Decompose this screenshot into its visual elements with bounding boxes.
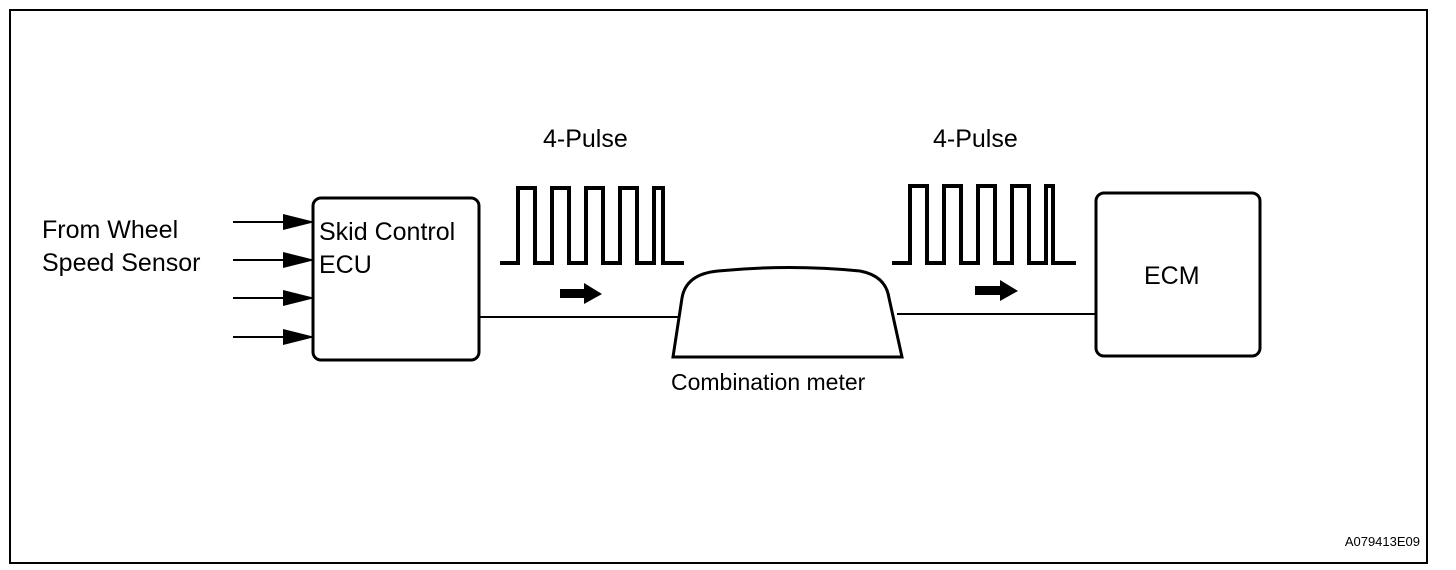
- wheel-speed-sensor-label-line1: From Wheel: [42, 216, 178, 244]
- diagram-frame: [9, 9, 1428, 564]
- pulse-train-left: [500, 186, 684, 265]
- figure-id: A079413E09: [1345, 534, 1420, 549]
- direction-arrow-left: [560, 283, 602, 304]
- skid-control-ecu-box: [311, 196, 481, 362]
- sensor-input-arrows: [233, 214, 315, 345]
- ecm-label: ECM: [1144, 262, 1200, 290]
- skid-control-ecu-label-line2: ECU: [319, 251, 372, 279]
- pulse-train-right: [892, 184, 1076, 265]
- combination-meter-shape: [671, 266, 904, 359]
- sensor-input-arrowhead-4: [283, 329, 315, 345]
- wheel-speed-sensor-label-line2: Speed Sensor: [42, 249, 200, 277]
- combination-meter-label: Combination meter: [671, 369, 866, 395]
- skid-control-ecu-label-line1: Skid Control: [319, 218, 455, 246]
- direction-arrow-right: [975, 280, 1018, 301]
- sensor-input-arrowhead-3: [283, 290, 315, 306]
- sensor-input-arrowhead-1: [283, 214, 315, 230]
- ecm-box: [1094, 191, 1262, 358]
- pulse-label-left: 4-Pulse: [543, 125, 628, 153]
- sensor-input-arrowhead-2: [283, 252, 315, 268]
- pulse-label-right: 4-Pulse: [933, 125, 1018, 153]
